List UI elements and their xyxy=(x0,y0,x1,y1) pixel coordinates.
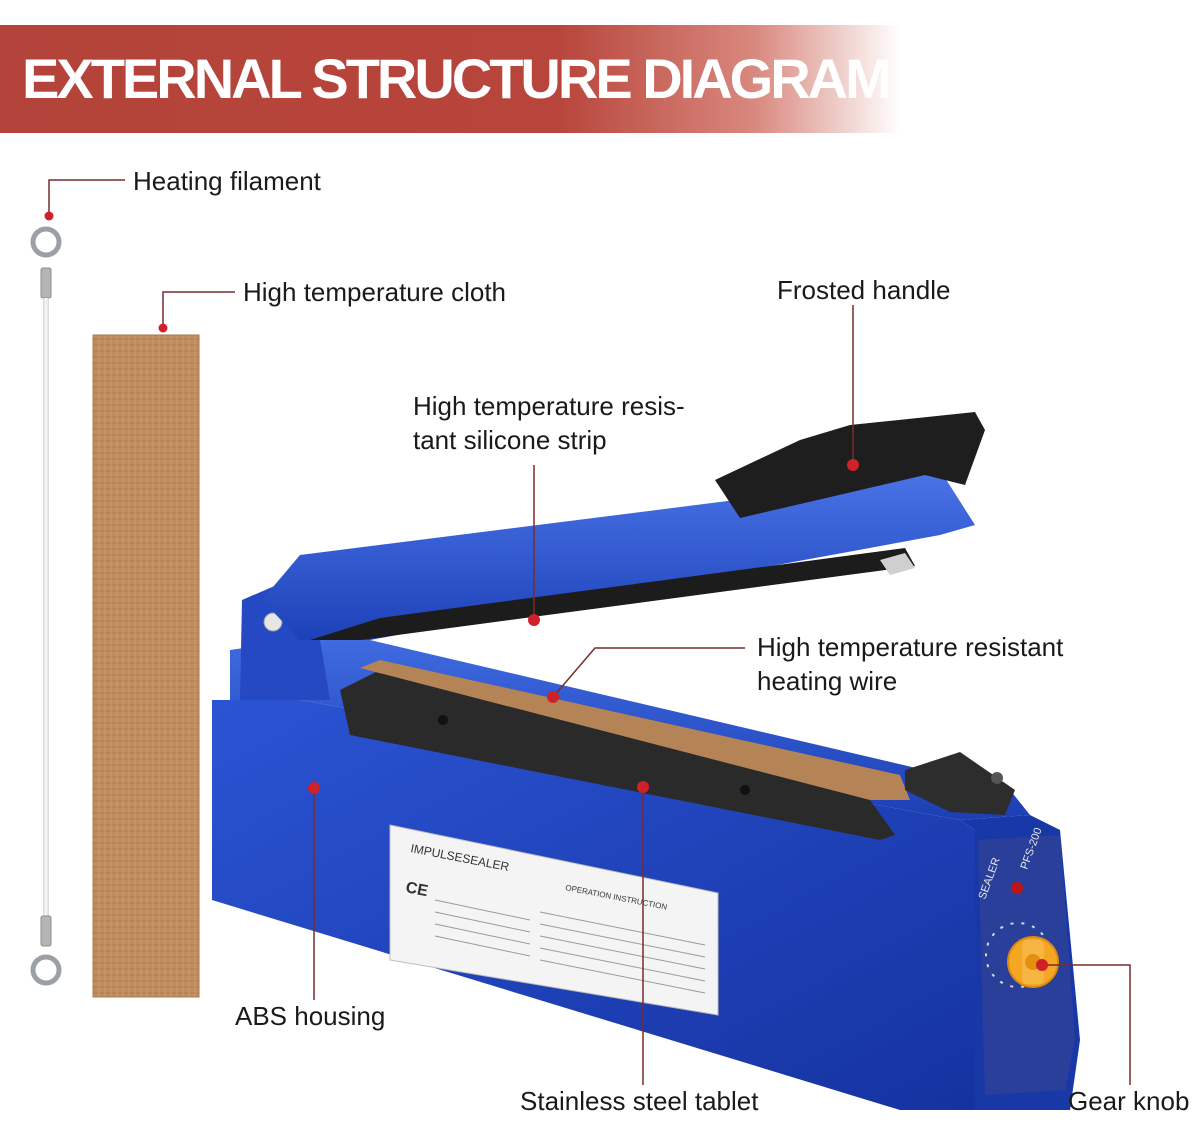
high-temperature-cloth xyxy=(92,334,200,998)
dot-frosted-handle xyxy=(847,459,859,471)
heating-filament xyxy=(30,226,62,986)
label-heating-wire-line2: heating wire xyxy=(757,666,898,696)
label-heating-wire-line1: High temperature resistant xyxy=(757,632,1064,662)
dot-heating-wire xyxy=(547,691,559,703)
dot-gear-knob xyxy=(1036,959,1048,971)
leader-high-temp-cloth xyxy=(162,291,235,328)
leader-heating-wire xyxy=(552,647,745,698)
label-gear-knob: Gear knob xyxy=(1068,1086,1190,1116)
leader-lines xyxy=(48,179,1131,1085)
impulse-sealer: IMPULSESEALER CE OPERATION INSTRUCTION S… xyxy=(212,412,1080,1110)
dot-silicone-strip xyxy=(528,614,540,626)
label-frosted-handle: Frosted handle xyxy=(777,275,951,305)
callout-dots xyxy=(44,211,1048,971)
dot-stainless-tablet xyxy=(637,781,649,793)
dot-heating-filament xyxy=(44,211,54,221)
dot-high-temp-cloth xyxy=(158,323,168,333)
leader-gear-knob xyxy=(1042,964,1131,1085)
label-silicone-strip-line1: High temperature resis- xyxy=(413,391,685,421)
leader-heating-filament xyxy=(48,179,125,214)
title-banner: EXTERNAL STRUCTURE DIAGRAM xyxy=(0,25,900,133)
label-silicone-strip-line2: tant silicone strip xyxy=(413,425,607,455)
ce-mark: CE xyxy=(404,879,429,900)
label-high-temperature-cloth: High temperature cloth xyxy=(243,277,507,307)
dot-abs-housing xyxy=(308,782,320,794)
label-heating-filament: Heating filament xyxy=(133,166,321,196)
gear-knob xyxy=(1007,936,1059,988)
label-abs-housing: ABS housing xyxy=(235,1001,386,1031)
diagram-title: EXTERNAL STRUCTURE DIAGRAM xyxy=(22,47,892,110)
label-stainless-steel-tablet: Stainless steel tablet xyxy=(520,1086,759,1116)
